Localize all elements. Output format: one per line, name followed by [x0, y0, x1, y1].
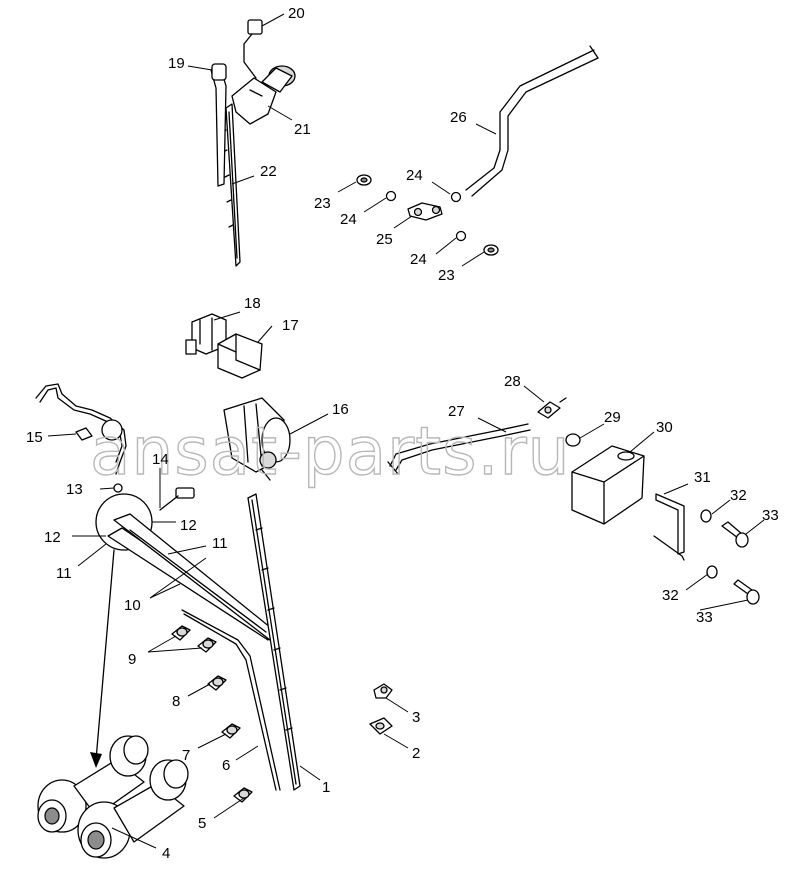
switch-17 [217, 333, 263, 379]
watermark: ansat-parts.ru [90, 413, 570, 490]
callout-21: 21 [294, 121, 311, 138]
clip-8 [207, 675, 227, 691]
callout-8: 8 [172, 693, 180, 710]
leader-lines [47, 13, 765, 849]
callout-24c: 24 [410, 251, 427, 268]
wiper-motor-16 [223, 397, 291, 481]
washer-hose-26 [465, 45, 599, 197]
callout-28: 28 [504, 373, 521, 390]
callout-22: 22 [260, 163, 277, 180]
callout-32b: 32 [662, 587, 679, 604]
callout-labels: 1 2 3 4 5 6 7 8 9 10 11 11 12 12 13 14 1… [26, 5, 779, 862]
callout-33a: 33 [762, 507, 779, 524]
callout-23b: 23 [438, 267, 455, 284]
callout-26: 26 [450, 109, 467, 126]
pump-29 [565, 433, 581, 447]
washer-32a [700, 509, 712, 523]
washer-nozzle-25 [407, 202, 443, 221]
clip-5 [233, 787, 253, 803]
washer-reservoir-30 [571, 445, 645, 525]
callout-2: 2 [412, 745, 420, 762]
callout-25: 25 [376, 231, 393, 248]
callout-14: 14 [152, 451, 169, 468]
hose-connector-24b [385, 190, 397, 202]
bolt-33a [721, 521, 749, 548]
callout-24b: 24 [406, 167, 423, 184]
connector-15 [75, 419, 123, 441]
callout-17: 17 [282, 317, 299, 334]
connector-plug-20 [243, 19, 263, 79]
callout-29: 29 [604, 409, 621, 426]
callout-11a: 11 [56, 565, 72, 582]
nozzle-28 [537, 397, 567, 419]
callout-32a: 32 [730, 487, 747, 504]
callout-7: 7 [182, 747, 190, 764]
clip-9b [197, 637, 217, 653]
callout-10: 10 [124, 597, 141, 614]
hose-connector-24a [450, 191, 462, 203]
callout-9: 9 [128, 651, 136, 668]
callout-31: 31 [694, 469, 711, 486]
callout-4: 4 [162, 845, 170, 862]
washer-tube-27 [387, 423, 531, 475]
callout-11b: 11 [212, 535, 228, 552]
arrow-to-detail [90, 549, 115, 768]
callout-5: 5 [198, 815, 206, 832]
hose-connector-24c [455, 230, 467, 242]
nut-23a [356, 174, 372, 186]
callout-27: 27 [448, 403, 465, 420]
rod-6 [181, 609, 281, 791]
hose-pipe-15 [35, 383, 127, 475]
motor-unit-4a [37, 735, 149, 833]
wiper-blade-1 [247, 493, 301, 791]
callout-20: 20 [288, 5, 305, 22]
callout-12a: 12 [44, 529, 61, 546]
callout-19: 19 [168, 55, 185, 72]
callout-33b: 33 [696, 609, 713, 626]
callout-13: 13 [66, 481, 83, 498]
bolt-33b [733, 579, 760, 605]
callout-16: 16 [332, 401, 349, 418]
callout-18: 18 [244, 295, 261, 312]
connector-14 [159, 487, 195, 511]
callout-24a: 24 [340, 211, 357, 228]
bracket-31 [653, 493, 685, 561]
callout-23a: 23 [314, 195, 331, 212]
clip-2 [369, 717, 393, 735]
clip-7 [221, 723, 241, 739]
washer-32b [706, 565, 718, 579]
callout-30: 30 [656, 419, 673, 436]
callout-15: 15 [26, 429, 43, 446]
callout-3: 3 [412, 709, 420, 726]
clip-9a [171, 625, 191, 641]
callout-12b: 12 [180, 517, 197, 534]
callout-1: 1 [322, 779, 330, 796]
wiper-arm-upper [210, 63, 227, 187]
nut-23b [483, 244, 499, 256]
wiper-motor-upper [231, 65, 296, 125]
clip-3 [373, 683, 393, 699]
motor-unit-4b [77, 759, 189, 859]
callout-6: 6 [222, 757, 230, 774]
